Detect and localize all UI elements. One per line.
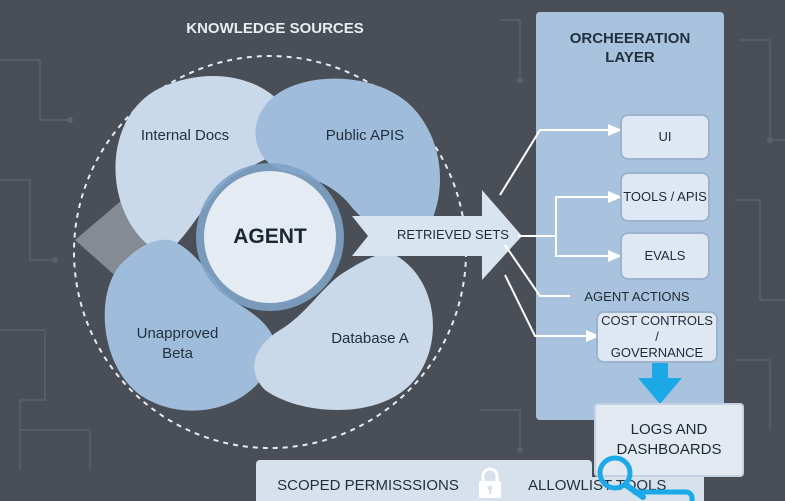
knowledge-sources-title: KNOWLEDGE SOURCES — [186, 20, 364, 37]
cost-controls-line1: COST CONTROLS / — [601, 313, 713, 344]
petal-public-apis — [255, 78, 440, 240]
orchestration-item-tools-label: TOOLS / APIS — [623, 189, 707, 204]
retrieved-sets-label: RETRIEVED SETS — [397, 227, 509, 242]
logs-line1: LOGS AND — [630, 421, 708, 438]
magnifier-icon — [597, 455, 695, 501]
orchestration-item-evals[interactable]: EVALS — [620, 232, 710, 280]
retrieved-sets-arrow — [352, 190, 522, 280]
lock-icon — [479, 467, 501, 498]
down-accent-arrow — [638, 350, 682, 404]
source-label-internal-docs: Internal Docs — [140, 127, 230, 144]
orchestration-item-ui[interactable]: UI — [620, 114, 710, 160]
orchestration-item-ui-label: UI — [658, 129, 672, 144]
cost-controls-box[interactable]: COST CONTROLS / GOVERNANCE — [596, 311, 718, 363]
source-label-unapproved-beta: Unapproved Beta — [136, 325, 219, 362]
bottom-permissions-bar — [256, 460, 592, 501]
agent-label: AGENT — [233, 225, 307, 248]
orchestration-item-tools-apis[interactable]: TOOLS / APIS — [620, 172, 710, 222]
left-arrow — [75, 195, 170, 287]
logs-dashboards-box[interactable]: LOGS AND DASHBOARDS — [594, 403, 744, 477]
source-label-database-a: Database A — [331, 330, 409, 347]
petal-database-a — [254, 253, 433, 410]
cost-controls-line2: GOVERNANCE — [610, 345, 704, 360]
orchestration-item-evals-label: EVALS — [644, 248, 686, 263]
logs-line2: DASHBOARDS — [616, 441, 722, 458]
petal-unapproved-beta — [104, 239, 276, 411]
agent-core — [204, 171, 336, 303]
petal-internal-docs — [115, 75, 292, 255]
orchestration-title-line2: LAYER — [605, 49, 655, 66]
orchestration-title-line1: ORCHEERATION — [569, 30, 691, 47]
agent-actions-label: AGENT ACTIONS — [584, 289, 690, 304]
scoped-permissions-label: SCOPED PERMISSSIONS — [277, 477, 459, 494]
source-label-public-apis: Public APIS — [325, 127, 405, 144]
